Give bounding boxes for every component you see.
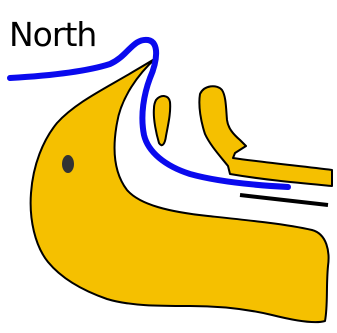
finger-island	[154, 96, 170, 145]
main-landmass	[31, 58, 329, 322]
l-shaped-island	[199, 86, 332, 186]
north-label: North	[9, 15, 96, 54]
scale-bar	[240, 195, 328, 205]
eye-dot	[62, 155, 74, 173]
